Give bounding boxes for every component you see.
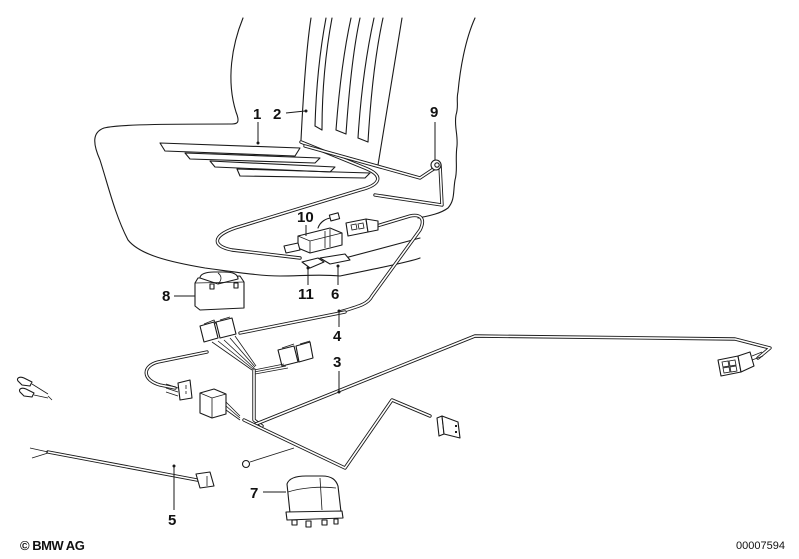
callout-9[interactable]: 9	[430, 104, 438, 121]
callout-11[interactable]: 11	[298, 286, 314, 303]
callout-2[interactable]: 2	[273, 106, 281, 123]
callouts: 1 2 9 10 11 6 8 4 3 5 7	[162, 104, 438, 529]
callout-3[interactable]: 3	[333, 354, 341, 371]
inline-connectors	[165, 379, 241, 421]
flat-connector	[436, 415, 461, 439]
right-connector	[717, 351, 764, 377]
seat-outline	[94, 17, 476, 277]
diagram-number: 00007594	[736, 540, 785, 552]
control-unit	[283, 212, 351, 269]
seat-wiring	[215, 140, 444, 314]
switch	[194, 271, 245, 311]
callout-10[interactable]: 10	[297, 209, 314, 226]
callout-7[interactable]: 7	[250, 485, 258, 502]
callout-5[interactable]: 5	[168, 512, 176, 529]
callout-6[interactable]: 6	[331, 286, 339, 303]
callout-1[interactable]: 1	[253, 106, 261, 123]
callout-4[interactable]: 4	[333, 328, 342, 345]
callout-8[interactable]: 8	[162, 288, 170, 305]
main-harness	[144, 310, 772, 470]
relay	[285, 475, 344, 528]
adapter-lead	[16, 376, 215, 489]
switch-connectors	[199, 316, 314, 367]
grommet	[430, 159, 442, 171]
seat-connector	[345, 218, 379, 237]
copyright-text: © BMW AG	[20, 538, 85, 553]
